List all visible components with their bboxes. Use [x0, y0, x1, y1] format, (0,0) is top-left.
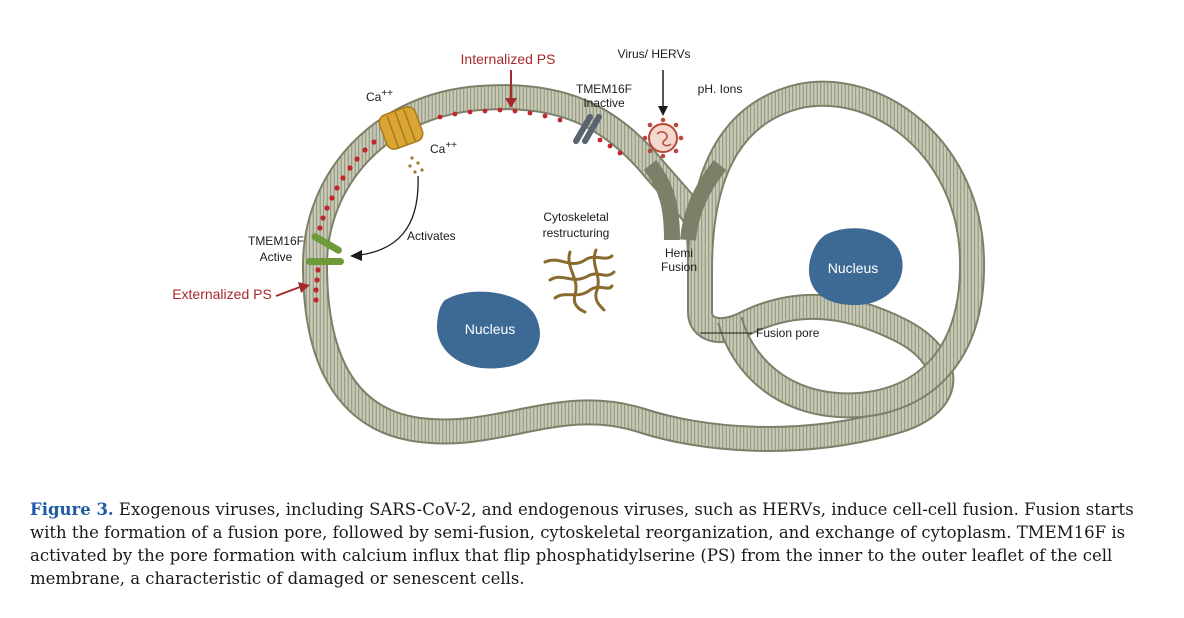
nucleus-right	[808, 228, 903, 305]
label-tmem-inactive-line1: TMEM16F	[576, 82, 632, 96]
virus-icon	[642, 117, 684, 159]
label-externalized-ps: Externalized PS	[172, 286, 272, 302]
label-internalized-ps: Internalized PS	[461, 51, 556, 67]
figure-label: Figure 3.	[30, 500, 114, 519]
cell-fusion-diagram: Internalized PS Virus/ HERVs TMEM16F Ina…	[172, 47, 986, 452]
label-tmem-active-line2: Active	[260, 250, 293, 264]
label-tmem-active-line1: TMEM16F	[248, 234, 304, 248]
arrow-virus	[658, 106, 668, 116]
label-ca-inner: Ca++	[430, 140, 457, 156]
arrow-externalized-ps	[298, 282, 310, 293]
label-hemi-line1: Hemi	[665, 246, 693, 260]
membrane-lipid-layer	[303, 86, 953, 450]
calcium-channel-icon	[378, 106, 424, 174]
cytoskeleton-icon	[543, 248, 616, 314]
label-cyto-line1: Cytoskeletal	[543, 210, 608, 224]
label-tmem-inactive-line2: Inactive	[583, 96, 625, 110]
arrow-internalized-ps	[505, 98, 517, 108]
ps-dots	[313, 107, 623, 303]
cell-membrane	[301, 80, 986, 452]
nucleus-left	[436, 291, 540, 369]
figure-caption: Figure 3. Exogenous viruses, including S…	[30, 498, 1158, 590]
arrow-activates	[350, 250, 362, 261]
label-ph-ions: pH. Ions	[698, 82, 743, 96]
label-ca-top: Ca++	[366, 88, 393, 104]
label-hemi-line2: Fusion	[661, 260, 697, 274]
tmem16f-inactive-icon	[573, 113, 602, 145]
label-nucleus-right: Nucleus	[828, 260, 879, 276]
label-virus-hervs: Virus/ HERVs	[618, 47, 691, 61]
label-cyto-line2: restructuring	[543, 226, 610, 240]
label-fusion-pore: Fusion pore	[756, 326, 820, 340]
membrane-right-lipid	[689, 82, 984, 417]
tmem16f-active-icon	[306, 233, 344, 265]
label-nucleus-left: Nucleus	[465, 321, 516, 337]
fusion-neck	[643, 160, 727, 241]
label-activates: Activates	[407, 229, 456, 243]
caption-text: Exogenous viruses, including SARS-CoV-2,…	[30, 500, 1134, 588]
arrows	[275, 70, 752, 334]
